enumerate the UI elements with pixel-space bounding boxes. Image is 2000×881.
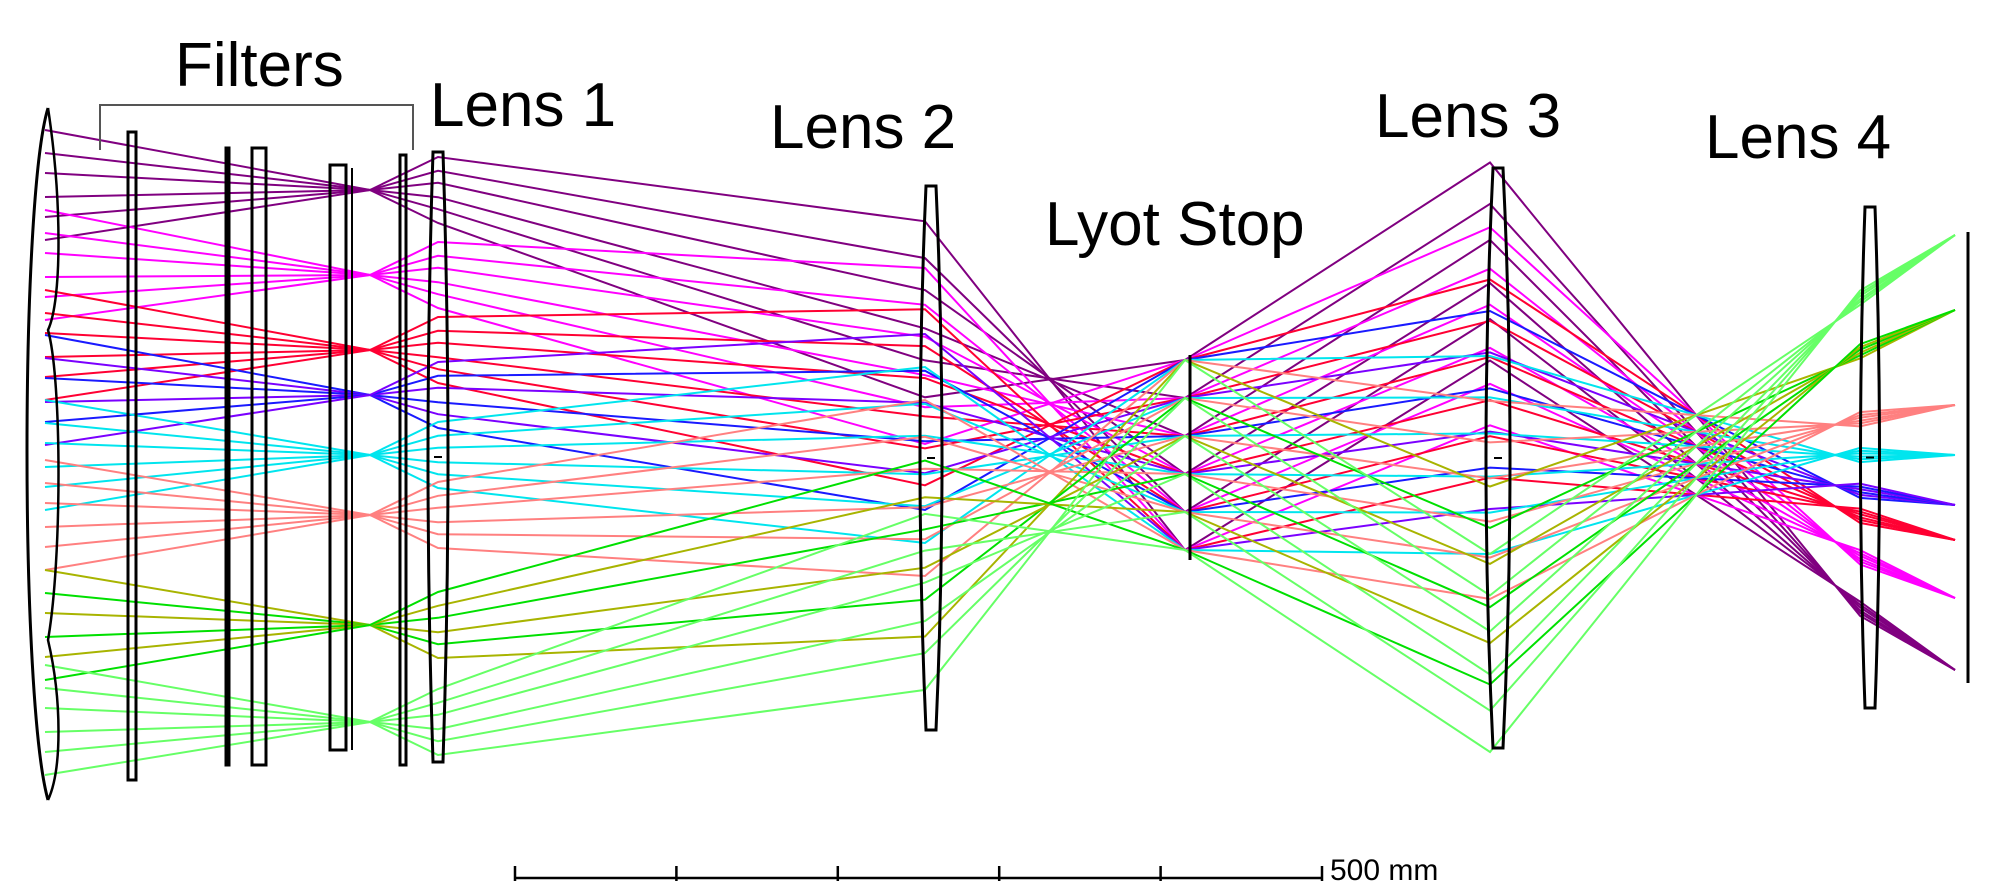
filter-plate-4: [328, 163, 348, 752]
ray-field-2-5: [44, 308, 1956, 552]
ray-field-6-5: [44, 309, 1956, 686]
ray-field-1-1: [44, 232, 1956, 599]
entrance-surface: [25, 107, 50, 801]
ray-field-5-3: [44, 404, 1956, 528]
filter-plate-2: [224, 146, 231, 767]
scale-bar: [513, 866, 1324, 881]
ray-field-6-1: [44, 309, 1956, 646]
ray-field-3-3: [44, 386, 1956, 506]
ray-field-7-1: [44, 234, 1956, 743]
lens-2-label: Lens 2: [770, 93, 956, 162]
lens-2: [918, 184, 944, 732]
lens-1-label: Lens 1: [430, 71, 616, 140]
ray-field-7-5: [44, 234, 1956, 776]
filter-plate-5: [398, 153, 408, 767]
ray-field-6-3: [44, 309, 1956, 638]
filters-bracket: [99, 104, 414, 150]
lens-3-label: Lens 3: [1375, 82, 1561, 151]
entrance-lenslets: [46, 107, 60, 801]
ray-bundles: [44, 129, 1956, 776]
optical-elements: [25, 107, 1970, 801]
ray-field-1-3: [44, 266, 1956, 599]
ray-field-5-5: [44, 398, 1956, 601]
ray-field-3-1: [44, 351, 1956, 506]
lyot-stop-label: Lyot Stop: [1045, 190, 1305, 259]
filter-plate-3: [250, 146, 268, 767]
ray-field-5-1: [44, 396, 1956, 541]
ray-field-4-3: [44, 434, 1956, 478]
ray-field-2-3: [44, 341, 1956, 541]
ray-field-0-1: [44, 152, 1956, 671]
filters-label: Filters: [175, 31, 344, 100]
lens-1: [426, 150, 450, 764]
ray-field-7-3: [44, 234, 1956, 733]
ray-field-1-5: [44, 240, 1956, 599]
lens-4-label: Lens 4: [1705, 103, 1891, 172]
ray-field-4-5: [44, 365, 1956, 556]
ray-field-0-5: [44, 155, 1956, 671]
ray-field-3-5: [44, 332, 1956, 552]
ray-field-0-3: [44, 181, 1956, 671]
ray-field-2-1: [44, 312, 1956, 541]
filter-plate-1: [126, 130, 138, 782]
lens-3: [1484, 166, 1512, 750]
ray-field-4-1: [44, 396, 1956, 508]
lens-4: [1859, 205, 1881, 710]
scale-bar-label: 500 mm: [1330, 854, 1438, 881]
